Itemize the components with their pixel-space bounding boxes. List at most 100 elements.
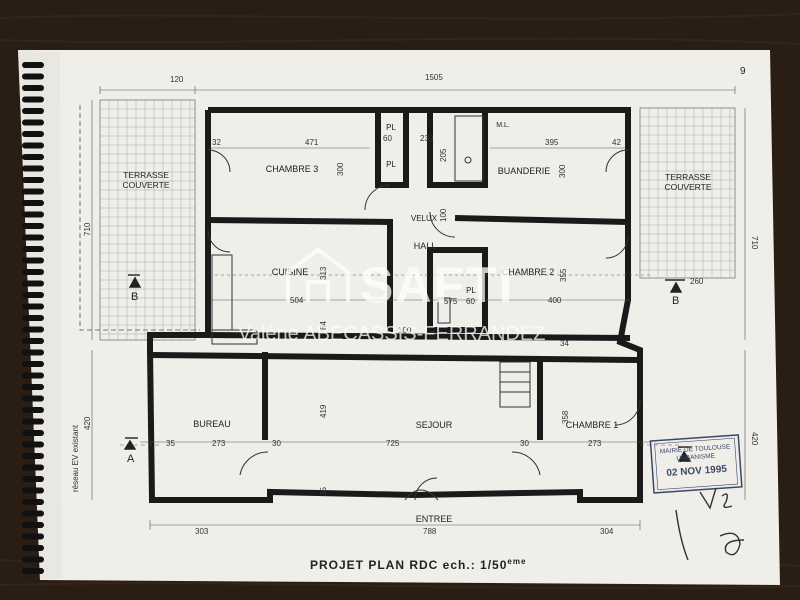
dim-420-right: 420 xyxy=(750,432,759,446)
spiral-ring xyxy=(22,188,44,195)
room-chambre-2: CHAMBRE 2 xyxy=(502,267,555,277)
spiral-ring xyxy=(22,165,44,172)
dim-300-buand: 300 xyxy=(558,164,567,178)
dim-35-bottom: 35 xyxy=(319,487,328,496)
spiral-ring xyxy=(22,211,44,218)
room-chambre-1: CHAMBRE 1 xyxy=(566,420,619,430)
watermark-agent: Valérie ABECASSIS-FERRANDEZ xyxy=(238,323,546,345)
spiral-ring xyxy=(22,234,44,241)
urbanisme-stamp: MAIRIE DE TOULOUSE URBANISME 02 NOV 1995 xyxy=(649,434,743,494)
dim-205: 205 xyxy=(439,148,448,162)
spiral-ring xyxy=(22,326,44,333)
watermark-brand: SAFTI xyxy=(360,257,514,313)
spiral-ring xyxy=(22,177,44,183)
dim-575: 575 xyxy=(444,297,458,306)
dim-120: 120 xyxy=(170,75,184,84)
dim-35-left: 35 xyxy=(166,439,175,448)
dim-230: 230 xyxy=(420,134,434,143)
signature xyxy=(675,487,745,561)
spiral-ring xyxy=(22,568,44,574)
spiral-ring xyxy=(22,269,44,275)
dim-100: 100 xyxy=(439,208,448,222)
spiral-binding xyxy=(22,62,44,574)
door-arcs xyxy=(207,149,641,501)
spiral-ring xyxy=(22,522,44,528)
stamp-line1: MAIRIE DE TOULOUSE xyxy=(660,443,732,455)
plan-caption-sup: eme xyxy=(507,557,526,566)
spiral-ring xyxy=(22,556,44,563)
spiral-ring xyxy=(22,246,44,252)
room-chambre-3: CHAMBRE 3 xyxy=(266,164,319,174)
spiral-ring xyxy=(22,257,44,264)
dim-710-left: 710 xyxy=(83,222,92,236)
spiral-ring xyxy=(22,62,44,68)
room-pl-2: PL xyxy=(386,160,396,169)
dim-1505: 1505 xyxy=(425,73,443,82)
stamp-date: 02 NOV 1995 xyxy=(666,464,728,479)
dim-273-left: 273 xyxy=(212,439,226,448)
spiral-ring xyxy=(22,73,44,80)
plan-caption: PROJET PLAN RDC ech.: 1/50eme xyxy=(310,557,526,572)
room-buanderie: BUANDERIE xyxy=(498,166,551,176)
dim-273-right: 273 xyxy=(588,439,602,448)
spiral-ring xyxy=(22,453,44,459)
spiral-ring xyxy=(22,349,44,356)
spiral-ring xyxy=(22,142,44,149)
spiral-ring xyxy=(22,315,44,321)
section-a-right: A xyxy=(680,453,688,465)
dim-355: 355 xyxy=(559,268,568,282)
dim-30-b: 30 xyxy=(520,439,529,448)
spiral-ring xyxy=(22,418,44,425)
dim-788: 788 xyxy=(423,527,437,536)
section-mark-labels: B B A A xyxy=(127,291,688,465)
dim-313: 313 xyxy=(319,266,328,280)
page-number: 9 xyxy=(740,66,746,77)
spiral-ring xyxy=(22,487,44,494)
spiral-ring xyxy=(22,361,44,367)
spiral-ring xyxy=(22,372,44,379)
stair xyxy=(499,361,531,408)
dim-420-left: 420 xyxy=(83,416,92,430)
dim-725: 725 xyxy=(386,439,400,448)
room-entree: ENTREE xyxy=(416,514,453,524)
section-b-right: B xyxy=(672,295,679,307)
spiral-ring xyxy=(22,545,44,551)
stamp-line2: URBANISME xyxy=(676,453,716,463)
section-a-left: A xyxy=(127,453,135,465)
spiral-ring xyxy=(22,154,44,160)
plan-caption-main: PROJET PLAN RDC ech.: 1/50 xyxy=(310,558,507,572)
spiral-ring xyxy=(22,384,44,390)
dim-358: 358 xyxy=(561,410,570,424)
room-hall: HALL xyxy=(414,241,437,251)
room-velux: VELUX xyxy=(411,214,438,223)
dim-32: 32 xyxy=(212,138,221,147)
room-pl-1: PL xyxy=(386,123,396,132)
dim-303: 303 xyxy=(195,527,209,536)
room-sejour: SEJOUR xyxy=(416,420,453,430)
dim-471: 471 xyxy=(305,138,319,147)
spiral-ring xyxy=(22,395,44,402)
dimension-labels: 120 1505 710 710 471 32 300 60 230 205 3… xyxy=(83,73,759,536)
spiral-ring xyxy=(22,441,44,448)
spiral-ring xyxy=(22,303,44,310)
safti-watermark: SAFTI Valérie ABECASSIS-FERRANDEZ xyxy=(238,247,546,345)
spiral-ring xyxy=(22,499,44,505)
dim-34: 34 xyxy=(560,339,569,348)
room-ml: M.L. xyxy=(496,122,510,129)
spiral-ring xyxy=(22,292,44,298)
dim-84: 84 xyxy=(319,321,328,330)
spiral-ring xyxy=(22,280,44,287)
section-b-left: B xyxy=(131,291,138,303)
dim-42: 42 xyxy=(612,138,621,147)
room-pl-3: PL xyxy=(466,286,476,295)
dim-304: 304 xyxy=(600,527,614,536)
dim-395: 395 xyxy=(545,138,559,147)
dim-60: 60 xyxy=(383,134,392,143)
room-bureau: BUREAU xyxy=(193,419,231,429)
spiral-ring xyxy=(22,96,44,103)
spiral-ring xyxy=(22,85,44,91)
dim-260: 260 xyxy=(690,277,704,286)
